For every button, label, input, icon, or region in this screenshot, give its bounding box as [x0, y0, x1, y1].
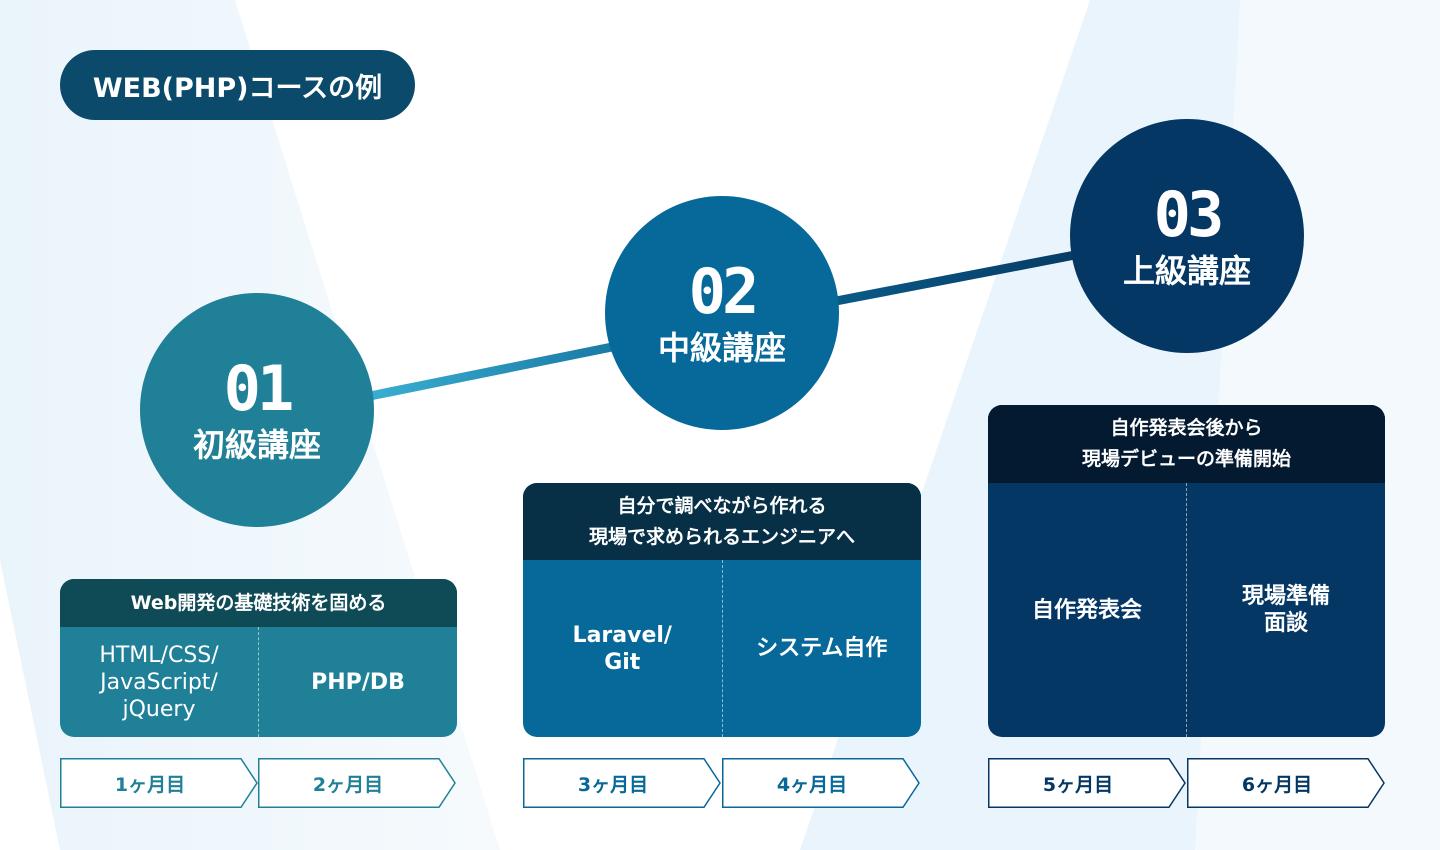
month-label: 3ヶ月目 — [577, 773, 649, 796]
card-item: PHP/DB — [258, 627, 457, 737]
level-name: 上級講座 — [1122, 252, 1251, 290]
month-label: 1ヶ月目 — [114, 773, 186, 796]
card-item: Laravel/ Git — [572, 622, 672, 675]
card-item: システム自作 — [721, 560, 922, 737]
card-item: 自作発表会 — [1031, 597, 1142, 623]
level-card-beginner: Web開発の基礎技術を固める HTML/CSS/ JavaScript/ jQu… — [60, 579, 457, 737]
level-number: 01 — [223, 352, 295, 425]
card-header: 自分で調べながら作れる 現場で求められるエンジニアへ — [523, 483, 921, 560]
month-tab-3: 3ヶ月目 — [523, 758, 722, 808]
card-item: HTML/CSS/ JavaScript/ jQuery — [99, 642, 219, 722]
month-tab-2: 2ヶ月目 — [258, 758, 457, 808]
level-name: 初級講座 — [192, 426, 321, 464]
month-label: 5ヶ月目 — [1042, 773, 1114, 796]
level-number: 02 — [688, 255, 760, 328]
connector-line-1-2 — [369, 342, 613, 401]
level-card-intermediate: 自分で調べながら作れる 現場で求められるエンジニアへ Laravel/ Git … — [523, 483, 921, 737]
level-circle-intermediate: 02 中級講座 — [605, 196, 839, 430]
level-circle-advanced: 03 上級講座 — [1070, 119, 1304, 353]
level-name: 中級講座 — [657, 329, 786, 367]
month-label: 2ヶ月目 — [312, 773, 384, 796]
month-label: 6ヶ月目 — [1241, 773, 1313, 796]
connector-line-2-3 — [835, 250, 1076, 306]
level-number: 03 — [1153, 178, 1225, 251]
level-card-advanced: 自作発表会後から 現場デビューの準備開始 自作発表会 現場準備 面談 — [988, 405, 1385, 737]
level-circle-beginner: 01 初級講座 — [140, 293, 374, 527]
month-tab-4: 4ヶ月目 — [722, 758, 921, 808]
card-header: Web開発の基礎技術を固める — [60, 579, 457, 627]
card-item: 現場準備 面談 — [1186, 483, 1385, 737]
month-tab-5: 5ヶ月目 — [988, 758, 1187, 808]
month-tab-1: 1ヶ月目 — [60, 758, 259, 808]
month-tab-6: 6ヶ月目 — [1187, 758, 1386, 808]
card-header: 自作発表会後から 現場デビューの準備開始 — [988, 405, 1385, 483]
course-title-badge: WEB(PHP)コースの例 — [60, 50, 415, 120]
month-label: 4ヶ月目 — [776, 773, 848, 796]
